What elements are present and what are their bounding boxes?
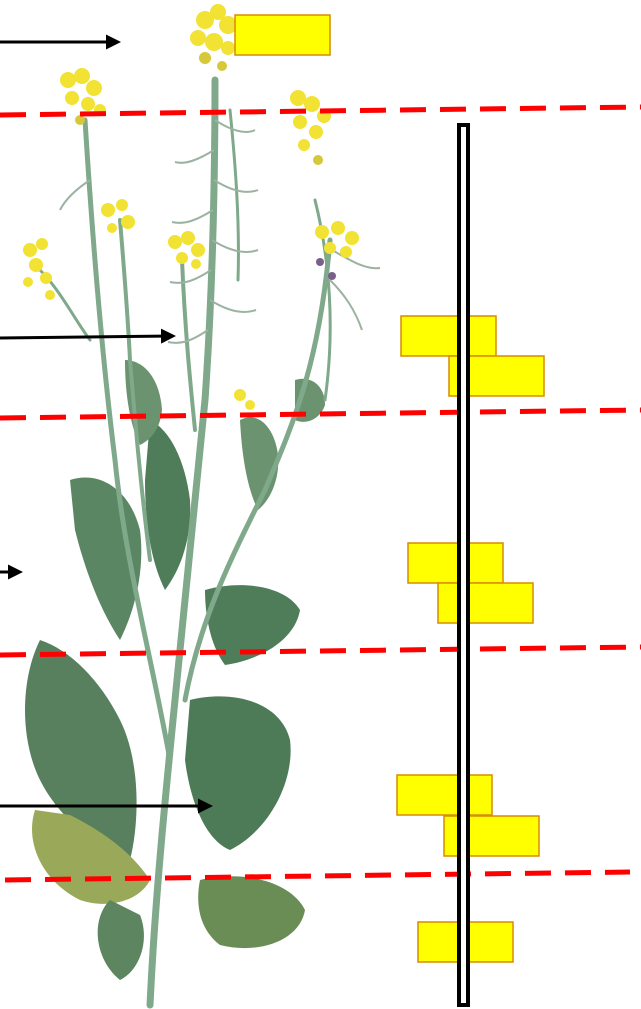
basal-leaf	[98, 900, 144, 980]
flower-label-box	[235, 15, 330, 55]
seed-pod	[60, 180, 90, 210]
seed-pod	[210, 300, 256, 312]
stem-leaf	[240, 417, 278, 510]
basal-leaf	[198, 876, 305, 948]
seed-pod	[172, 210, 213, 223]
flower-cluster-small	[234, 389, 255, 410]
upper-layer-box-a	[401, 316, 496, 356]
lower-layer-box-a	[397, 775, 492, 815]
flower-cluster-small	[23, 238, 55, 300]
flower-cluster-small	[168, 231, 205, 269]
basal-leaf	[185, 696, 291, 850]
flower-cluster-top	[190, 4, 237, 71]
vertical-measuring-bar-front	[459, 125, 468, 1005]
divider-line-3	[0, 647, 641, 655]
seed-pod	[170, 270, 211, 283]
seed-pod	[212, 240, 258, 252]
branch-stem	[182, 260, 195, 430]
rapeseed-plant	[23, 4, 380, 1005]
middle-layer-box-a	[408, 543, 503, 583]
stem-leaf	[145, 420, 190, 590]
seed-pod	[332, 250, 380, 268]
flower-cluster-small	[315, 221, 359, 280]
label-boxes	[235, 15, 544, 962]
arrow-to-upper-stem	[0, 336, 173, 338]
seed-pod	[215, 120, 255, 132]
seed-pod	[175, 150, 214, 163]
middle-layer-box-b	[438, 583, 533, 623]
flower-clusters	[23, 4, 359, 410]
branch-stem	[230, 110, 238, 280]
seed-pod	[330, 280, 362, 330]
flower-cluster-small	[101, 199, 135, 233]
flower-cluster-right	[290, 90, 331, 165]
